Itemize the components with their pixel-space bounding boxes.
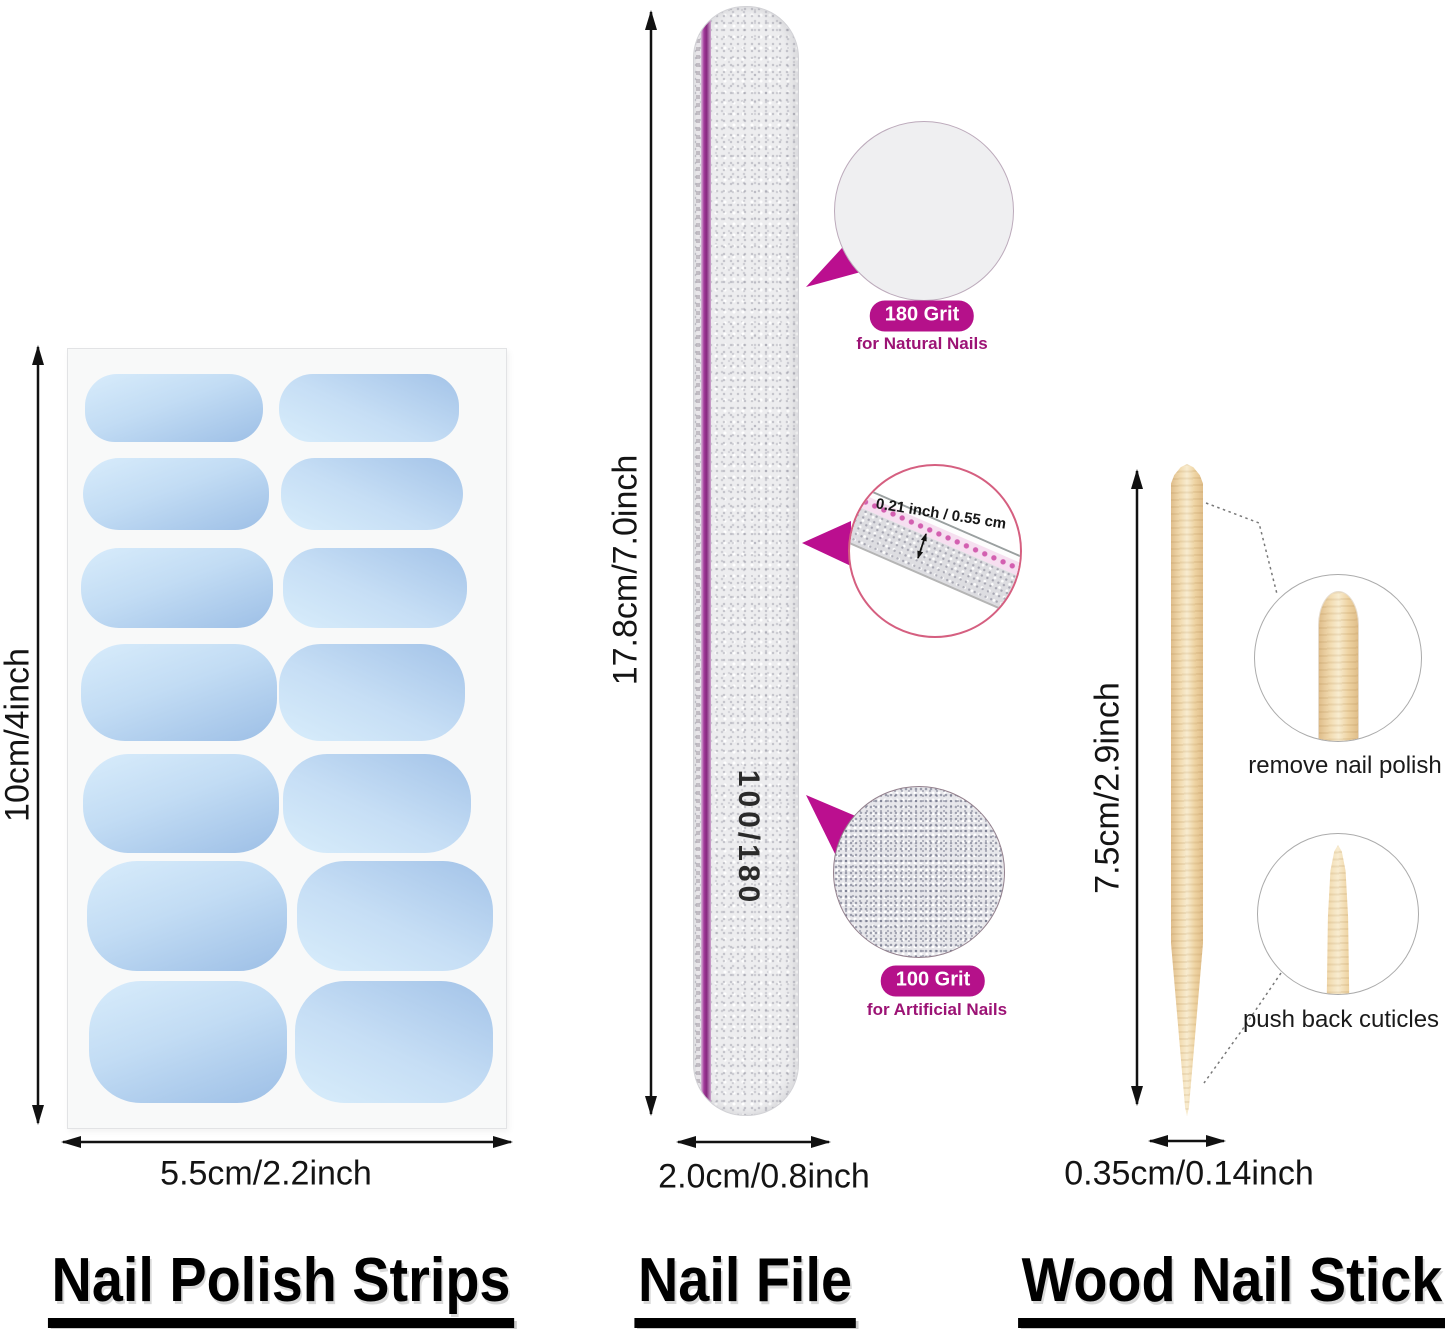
nail-strip [283, 754, 471, 853]
stick-title: Wood Nail Stick [1018, 1246, 1445, 1328]
grit-180-caption: for Natural Nails [856, 334, 988, 353]
stick-width-label: 0.35cm/0.14inch [1064, 1154, 1314, 1193]
pointed-tip-zoom-circle [1257, 833, 1419, 995]
nail-strip-sheet [67, 348, 507, 1129]
grit-100-caption: for Artificial Nails [866, 1000, 1008, 1019]
grit-100-zoom-circle [833, 786, 1005, 958]
nail-strip [81, 548, 273, 628]
nail-strip [279, 374, 459, 442]
nail-strip [83, 754, 279, 853]
rounded-tip-zoom-circle [1254, 574, 1422, 742]
callout-pointer-100grit [806, 795, 865, 860]
grit-100-badge: 100 Grit [880, 965, 986, 997]
stick-height-label: 7.5cm/2.9inch [1088, 682, 1127, 894]
nail-strip [89, 981, 287, 1103]
thickness-zoom-circle [848, 464, 1022, 638]
pointed-tip-caption: push back cuticles [1242, 1006, 1440, 1033]
file-title: Nail File [634, 1246, 856, 1328]
rounded-tip-caption: remove nail polish [1248, 752, 1442, 779]
strips-title: Nail Polish Strips [47, 1246, 514, 1328]
strips-height-label: 10cm/4inch [0, 648, 37, 822]
stick-pointed-tip [1326, 845, 1350, 994]
stick-rounded-tip [1318, 591, 1359, 741]
grit-180-zoom-circle [834, 121, 1014, 301]
nail-strip [297, 861, 493, 971]
nail-file [693, 6, 799, 1116]
thickness-mini-arrow [917, 533, 927, 559]
nail-strip [283, 548, 467, 628]
dotted-connector-pointed-tip [1203, 972, 1282, 1084]
nail-strip [87, 861, 287, 971]
grit-180-badge: 180 Grit [869, 300, 975, 332]
nail-strip [281, 458, 463, 530]
strips-width-label: 5.5cm/2.2inch [160, 1154, 372, 1193]
nail-strip [83, 458, 269, 530]
nail-strip [295, 981, 493, 1103]
file-height-label: 17.8cm/7.0inch [606, 454, 645, 686]
dotted-connector-rounded-tip [1205, 502, 1278, 595]
callout-pointer-thickness [802, 521, 851, 566]
nail-strip [85, 374, 263, 442]
file-width-label: 2.0cm/0.8inch [658, 1157, 870, 1196]
nail-strip [279, 644, 465, 741]
nail-strip [81, 644, 277, 741]
nail-file-grit-imprint: 100/180 [732, 769, 765, 907]
